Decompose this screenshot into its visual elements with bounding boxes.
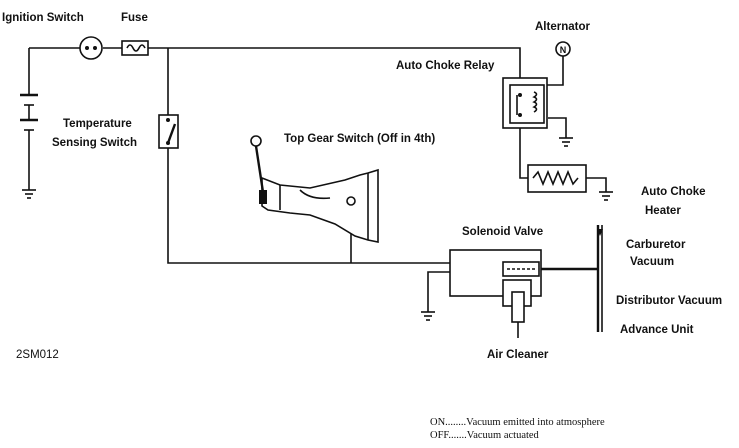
ground-icon <box>599 191 613 201</box>
alternator-symbol: N <box>560 45 567 55</box>
temperature-label-line2: Sensing Switch <box>52 137 137 149</box>
top-gear-switch <box>346 196 356 206</box>
auto-choke-heater <box>527 164 587 193</box>
ground-icon <box>421 311 435 321</box>
vacuum-lines <box>541 225 603 332</box>
note-on: ON........Vacuum emitted into atmosphere <box>430 417 605 428</box>
distributor-vacuum-label: Distributor Vacuum <box>616 295 722 307</box>
carburetor-label-line1: Carburetor <box>626 239 686 251</box>
fuse <box>121 40 149 56</box>
solenoid-valve <box>449 249 542 338</box>
auto-choke-relay <box>502 77 548 129</box>
temperature-sensing-switch <box>158 114 179 149</box>
auto-choke-heater-label-line2: Heater <box>645 205 681 217</box>
advance-unit-label: Advance Unit <box>620 324 694 336</box>
solenoid-valve-label: Solenoid Valve <box>462 226 543 238</box>
transmission-housing <box>259 168 379 243</box>
top-gear-switch-label: Top Gear Switch (Off in 4th) <box>284 133 435 145</box>
note-off: OFF.......Vacuum actuated <box>430 430 540 441</box>
gear-shift-lever <box>250 135 265 193</box>
air-cleaner-label: Air Cleaner <box>487 349 549 361</box>
figure-code: 2SM012 <box>16 349 59 361</box>
ignition-switch <box>79 36 103 60</box>
ignition-switch-label: Ignition Switch <box>2 12 84 24</box>
alternator-label: Alternator <box>535 21 590 33</box>
fuse-label: Fuse <box>121 12 148 24</box>
auto-choke-heater-label-line1: Auto Choke <box>641 186 706 198</box>
ground-icon <box>22 189 36 199</box>
auto-choke-relay-label: Auto Choke Relay <box>396 60 495 72</box>
battery-icon <box>20 93 38 131</box>
carburetor-label-line2: Vacuum <box>630 256 674 268</box>
temperature-label-line1: Temperature <box>63 118 132 130</box>
alternator: N <box>555 41 571 57</box>
main-wiring <box>28 47 607 312</box>
ground-icon <box>559 137 573 147</box>
